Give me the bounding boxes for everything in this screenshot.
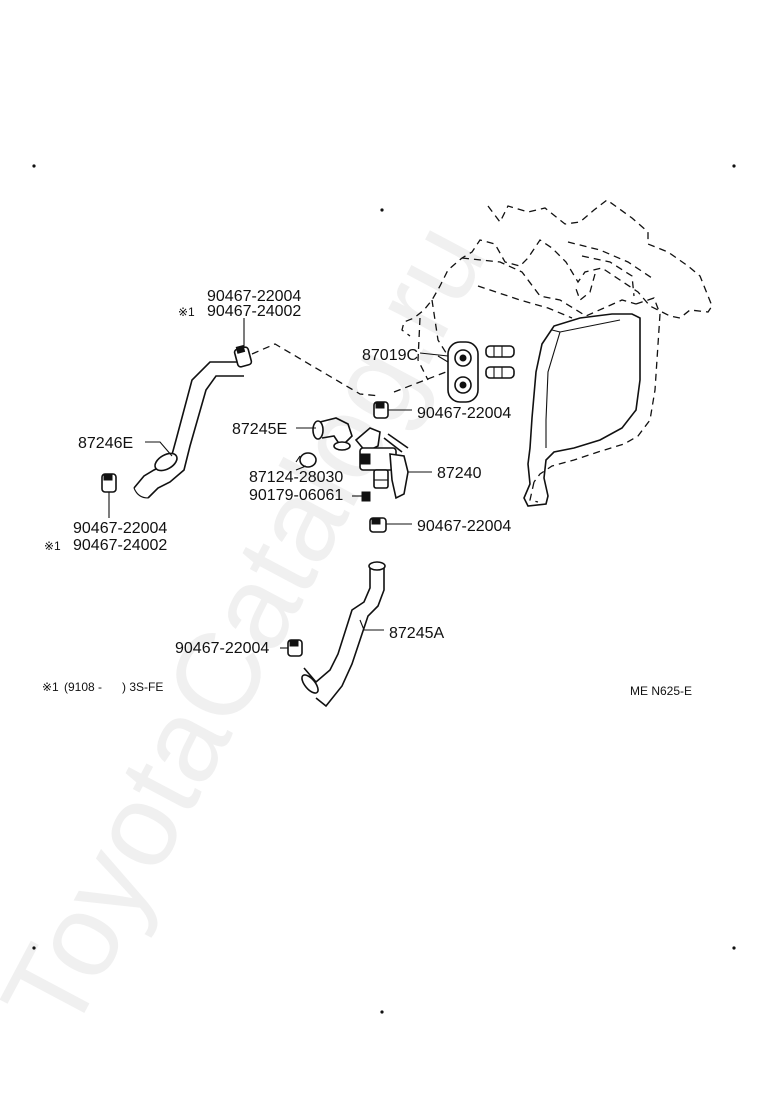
leader-87245a bbox=[359, 619, 384, 631]
leader-87246e bbox=[145, 441, 173, 457]
label-hose-87245a: 87245A bbox=[389, 625, 444, 642]
grommet-87019c bbox=[437, 341, 479, 403]
label-clamp-top-2-mark: ※1 bbox=[178, 305, 195, 319]
label-clamp-top-1: 90467-22004 bbox=[207, 288, 301, 305]
label-hose-87245e: 87245E bbox=[232, 421, 287, 438]
label-grommet-87019c: 87019C bbox=[362, 347, 418, 364]
screw-90179-06061 bbox=[361, 491, 371, 502]
corner-dot bbox=[380, 1010, 384, 1014]
heater-core-pipes bbox=[485, 345, 515, 379]
label-clamp-left-1: 90467-22004 bbox=[73, 520, 167, 537]
corner-dot bbox=[380, 208, 384, 212]
label-clamp-left-2: 90467-24002 bbox=[73, 537, 167, 554]
clamp-left bbox=[101, 473, 117, 493]
water-valve-87240 bbox=[354, 427, 409, 500]
label-valve-87240: 87240 bbox=[437, 465, 482, 482]
clamp-right-lower bbox=[369, 517, 387, 533]
label-clamp-left-2-mark: ※1 bbox=[44, 539, 61, 553]
corner-dot bbox=[32, 946, 36, 950]
label-screw-90179: 90179-06061 bbox=[249, 487, 343, 504]
hose-87245a bbox=[301, 561, 386, 708]
label-clamp-bottom: 90467-22004 bbox=[175, 640, 269, 657]
clamp-87124-28030 bbox=[295, 452, 317, 468]
label-clamp-right-upper: 90467-22004 bbox=[417, 405, 511, 422]
footnote-text: (9108 - ) 3S-FE bbox=[64, 680, 163, 694]
label-clamp-right-lower: 90467-22004 bbox=[417, 518, 511, 535]
heater-unit-housing bbox=[401, 199, 713, 503]
label-clamp-87124: 87124-28030 bbox=[249, 469, 343, 486]
connection-line-upper bbox=[251, 343, 381, 397]
footnote-mark: ※1 bbox=[42, 680, 59, 694]
clamp-top bbox=[233, 344, 253, 368]
corner-dot bbox=[32, 164, 36, 168]
clamp-right-upper bbox=[373, 401, 389, 419]
label-clamp-top-2: 90467-24002 bbox=[207, 303, 301, 320]
clamp-bottom bbox=[287, 639, 303, 657]
heater-core bbox=[523, 313, 641, 507]
label-hose-87246e: 87246E bbox=[78, 435, 133, 452]
corner-dot bbox=[732, 946, 736, 950]
hose-87245e bbox=[312, 417, 353, 451]
hose-87246e bbox=[133, 361, 244, 499]
corner-dot bbox=[732, 164, 736, 168]
leader-87019c bbox=[419, 352, 449, 357]
leader-87124 bbox=[295, 465, 307, 471]
connection-line-grommet bbox=[393, 371, 447, 393]
diagram-code: ME N625-E bbox=[630, 684, 692, 698]
